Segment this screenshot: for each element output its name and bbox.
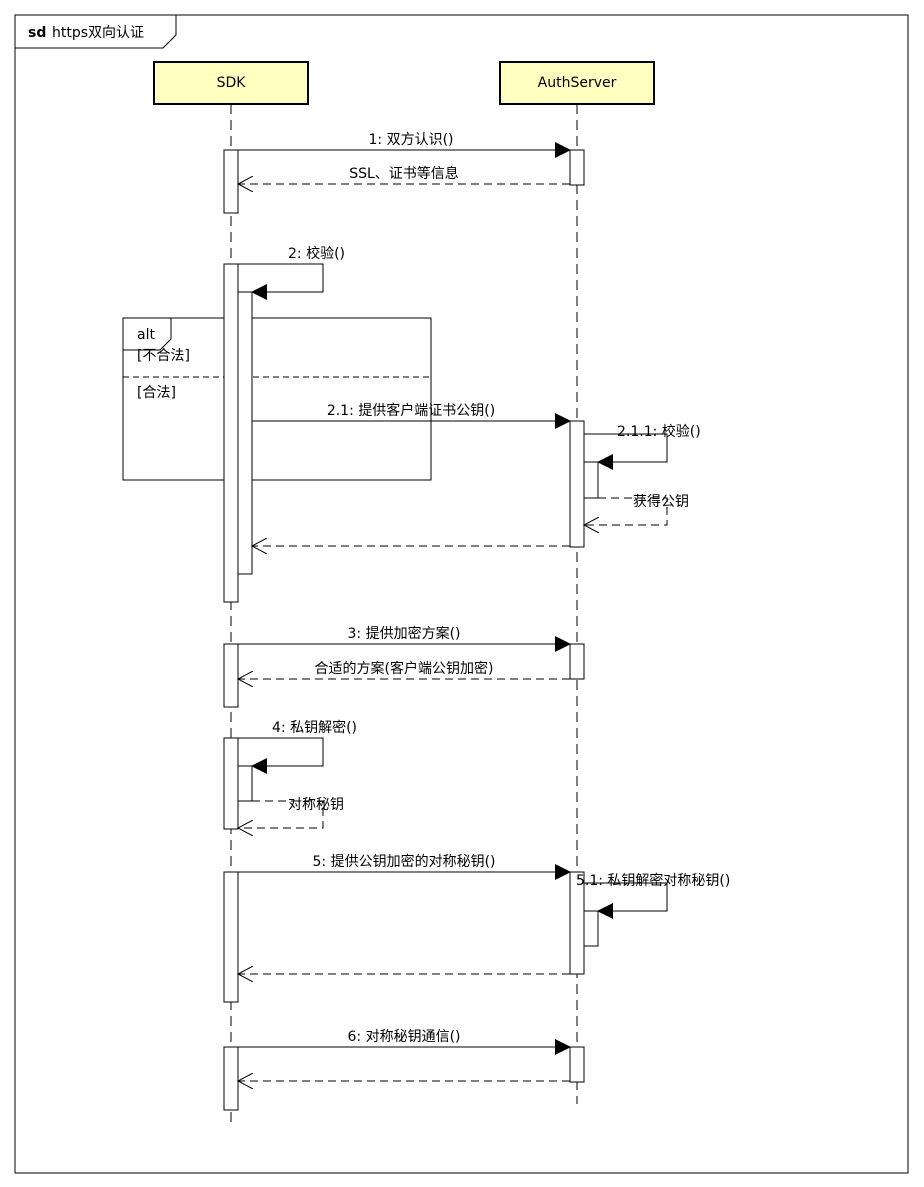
message-label: 3: 提供加密方案() (348, 625, 461, 642)
activation-bar (583, 461, 599, 499)
message-label: 6: 对称秘钥通信() (348, 1029, 461, 1045)
return-label: SSL、证书等信息 (349, 165, 459, 182)
activation-bar (223, 263, 239, 603)
return-label: 合适的方案(客户端公钥加密) (315, 660, 494, 677)
activation-bar (223, 737, 239, 830)
alt-fragment (122, 317, 432, 481)
activation-bar (583, 910, 599, 947)
self-message-arrow (238, 737, 324, 774)
alt-operator-tab (123, 318, 172, 351)
frame-keyword: sd (28, 25, 46, 41)
activation-bar (569, 1046, 585, 1083)
activation-bar (569, 149, 585, 186)
frame-tab (15, 15, 177, 49)
activation-bar (223, 871, 239, 1003)
activation-bar (237, 291, 253, 575)
message-label: 2.1: 提供客户端证书公钥() (327, 402, 495, 419)
frame-title: https双向认证 (52, 25, 144, 41)
alt-operator: alt (137, 327, 155, 343)
lifeline-name-authserver: AuthServer (538, 75, 617, 91)
activation-bar (223, 149, 239, 214)
activation-bar (223, 1046, 239, 1111)
message-label: 5.1: 私钥解密对称秘钥() (576, 872, 730, 889)
message-label: 2.1.1: 校验() (617, 423, 701, 440)
self-message-arrow (584, 882, 668, 919)
message-label: 5: 提供公钥加密的对称秘钥() (313, 853, 496, 870)
message-label: 4: 私钥解密() (272, 719, 357, 736)
diagram-frame (14, 14, 909, 1174)
self-return-arrow (238, 800, 324, 828)
self-return-arrow (584, 497, 668, 525)
lifeline-name-sdk: SDK (217, 75, 247, 91)
activation-bar (569, 420, 585, 548)
alt-guard-valid: [合法] (137, 385, 176, 401)
activation-bar (569, 643, 585, 680)
return-label: 对称秘钥 (288, 797, 344, 813)
self-message-arrow (584, 433, 668, 470)
activation-bar (223, 643, 239, 708)
self-message-arrow (238, 263, 324, 300)
message-label: 1: 双方认识() (369, 132, 454, 148)
activation-bar (237, 765, 253, 802)
return-label: 获得公钥 (633, 493, 689, 510)
lifeline-head-authserver[interactable] (499, 61, 655, 105)
message-label: 2: 校验() (288, 245, 345, 262)
alt-guard-invalid: [不合法] (137, 348, 190, 364)
